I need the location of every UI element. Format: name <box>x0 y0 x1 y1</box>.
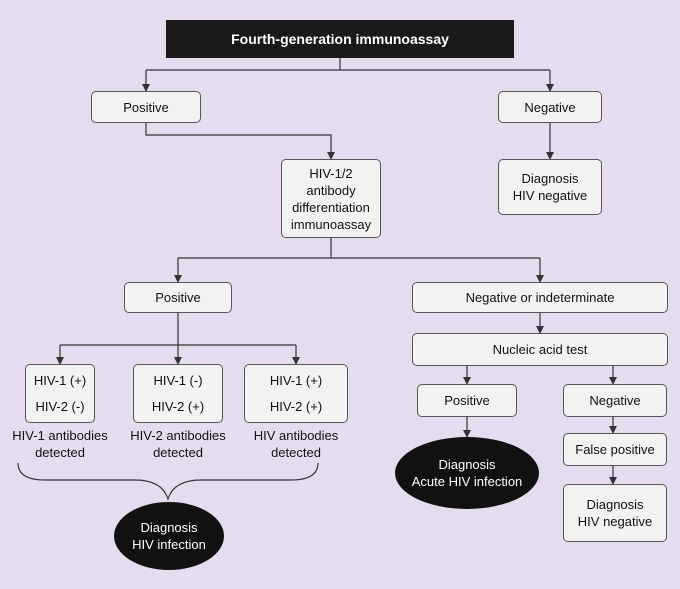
nat-label: Nucleic acid test <box>492 342 588 357</box>
arrow-to-differentiation <box>145 123 335 160</box>
positive-node-1: Positive <box>91 91 201 123</box>
differentiation-line3: differentiation <box>292 199 370 215</box>
result-2-caption: HIV-2 antibodies detected <box>118 427 238 461</box>
false-positive-label: False positive <box>575 442 655 457</box>
connector-diff-split <box>178 238 540 259</box>
result-3-caption-line2: detected <box>271 445 321 460</box>
result-3-caption: HIV antibodies detected <box>236 427 356 461</box>
neg-diagnosis-line1: Diagnosis <box>521 171 579 186</box>
acute-diagnosis-line2: Acute HIV infection <box>411 474 523 489</box>
result-3-hiv1: HIV-1 (+) <box>269 373 323 389</box>
nat-positive-node: Positive <box>417 384 517 417</box>
result-1-caption-line2: detected <box>35 445 85 460</box>
differentiation-line4: immunoassay <box>290 216 372 232</box>
infection-diagnosis-line1: Diagnosis <box>140 520 198 535</box>
result-1-hiv2: HIV-2 (-) <box>35 398 85 414</box>
differentiation-line2: antibody <box>306 182 356 198</box>
result-1-caption: HIV-1 antibodies detected <box>0 427 120 461</box>
positive-label-3: Positive <box>155 290 201 305</box>
result-3-caption-line1: HIV antibodies <box>253 428 339 443</box>
nat-negative-node: Negative <box>563 384 667 417</box>
result-2-caption-line2: detected <box>153 445 203 460</box>
negative-label-1: Negative <box>524 99 576 115</box>
result-3-hiv2: HIV-2 (+) <box>269 398 323 414</box>
root-title: Fourth-generation immunoassay <box>231 30 449 47</box>
final-negative-node: Diagnosis HIV negative <box>563 484 667 542</box>
final-negative-line1: Diagnosis <box>586 497 644 512</box>
positive-node-3: Positive <box>124 282 232 313</box>
result-node-hiv2: HIV-1 (-) HIV-2 (+) <box>133 364 223 423</box>
result-1-hiv1: HIV-1 (+) <box>33 373 87 389</box>
neg-indeterminate-label: Negative or indeterminate <box>465 290 615 305</box>
neg-indeterminate-node: Negative or indeterminate <box>412 282 668 313</box>
result-2-hiv2: HIV-2 (+) <box>151 398 205 414</box>
nat-node: Nucleic acid test <box>412 333 668 366</box>
final-negative-line2: HIV negative <box>577 514 653 529</box>
nat-positive-label: Positive <box>444 393 490 408</box>
acute-diagnosis-line1: Diagnosis <box>438 457 496 472</box>
nat-negative-label: Negative <box>589 393 641 408</box>
neg-diagnosis-line2: HIV negative <box>512 188 588 203</box>
result-node-hiv1: HIV-1 (+) HIV-2 (-) <box>25 364 95 423</box>
curly-brace <box>17 462 319 501</box>
differentiation-node: HIV-1/2 antibody differentiation immunoa… <box>281 159 381 238</box>
positive-label-1: Positive <box>123 99 169 115</box>
connector-results-split <box>60 313 296 346</box>
result-2-hiv1: HIV-1 (-) <box>153 373 203 389</box>
infection-diagnosis-line2: HIV infection <box>132 537 206 552</box>
negative-node-1: Negative <box>498 91 602 123</box>
acute-diagnosis-node: Diagnosis Acute HIV infection <box>395 437 539 509</box>
result-1-caption-line1: HIV-1 antibodies <box>12 428 108 443</box>
false-positive-node: False positive <box>563 433 667 466</box>
neg-diagnosis-node: Diagnosis HIV negative <box>498 159 602 215</box>
differentiation-line1: HIV-1/2 <box>309 165 353 181</box>
root-node: Fourth-generation immunoassay <box>166 20 514 58</box>
result-2-caption-line1: HIV-2 antibodies <box>130 428 226 443</box>
connector-root-split <box>146 58 550 71</box>
infection-diagnosis-node: Diagnosis HIV infection <box>114 502 224 570</box>
result-node-both: HIV-1 (+) HIV-2 (+) <box>244 364 348 423</box>
